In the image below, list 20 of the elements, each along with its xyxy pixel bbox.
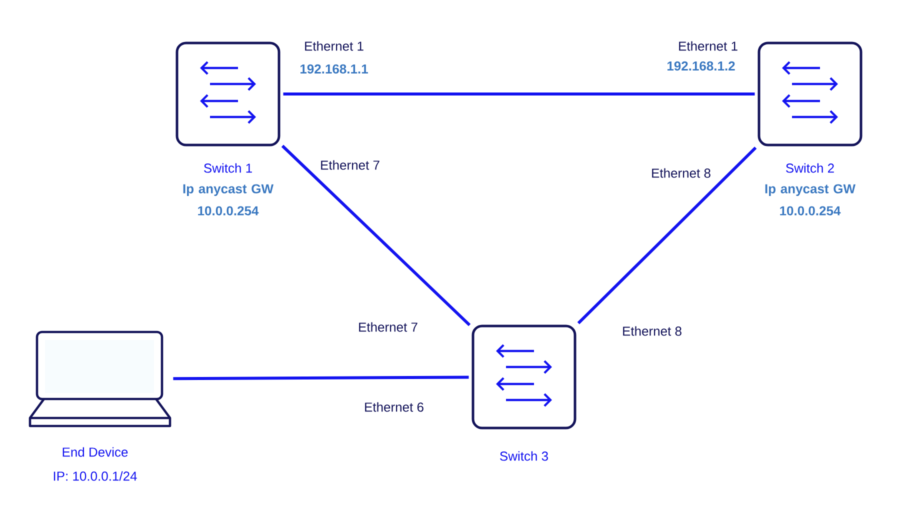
device-name: Switch 3 bbox=[500, 451, 548, 461]
port-label: Ethernet 6 bbox=[365, 402, 424, 412]
port-label: Ethernet 8 bbox=[652, 168, 710, 178]
network-link bbox=[281, 144, 471, 326]
network-link bbox=[283, 92, 755, 96]
ip-address: Ip anycast GW 10.0.0.254 bbox=[765, 184, 856, 216]
device-name: Switch 2 bbox=[786, 163, 834, 173]
network-link bbox=[173, 376, 469, 380]
port-label: Ethernet 1 bbox=[305, 41, 364, 51]
port-label: Ethernet 8 bbox=[623, 326, 682, 336]
ip-address: 192.168.1.1 bbox=[300, 64, 368, 74]
device-name: IP: 10.0.0.1/24 bbox=[54, 471, 137, 481]
ip-address: Ip anycast GW 10.0.0.254 bbox=[183, 184, 274, 216]
port-label: Ethernet 7 bbox=[359, 322, 418, 332]
port-label: Ethernet 7 bbox=[321, 160, 380, 170]
ip-address: 192.168.1.2 bbox=[667, 61, 735, 71]
network-link bbox=[577, 146, 757, 324]
port-label: Ethernet 1 bbox=[679, 41, 738, 51]
device-name: End Device bbox=[62, 447, 128, 457]
device-name: Switch 1 bbox=[204, 163, 252, 173]
